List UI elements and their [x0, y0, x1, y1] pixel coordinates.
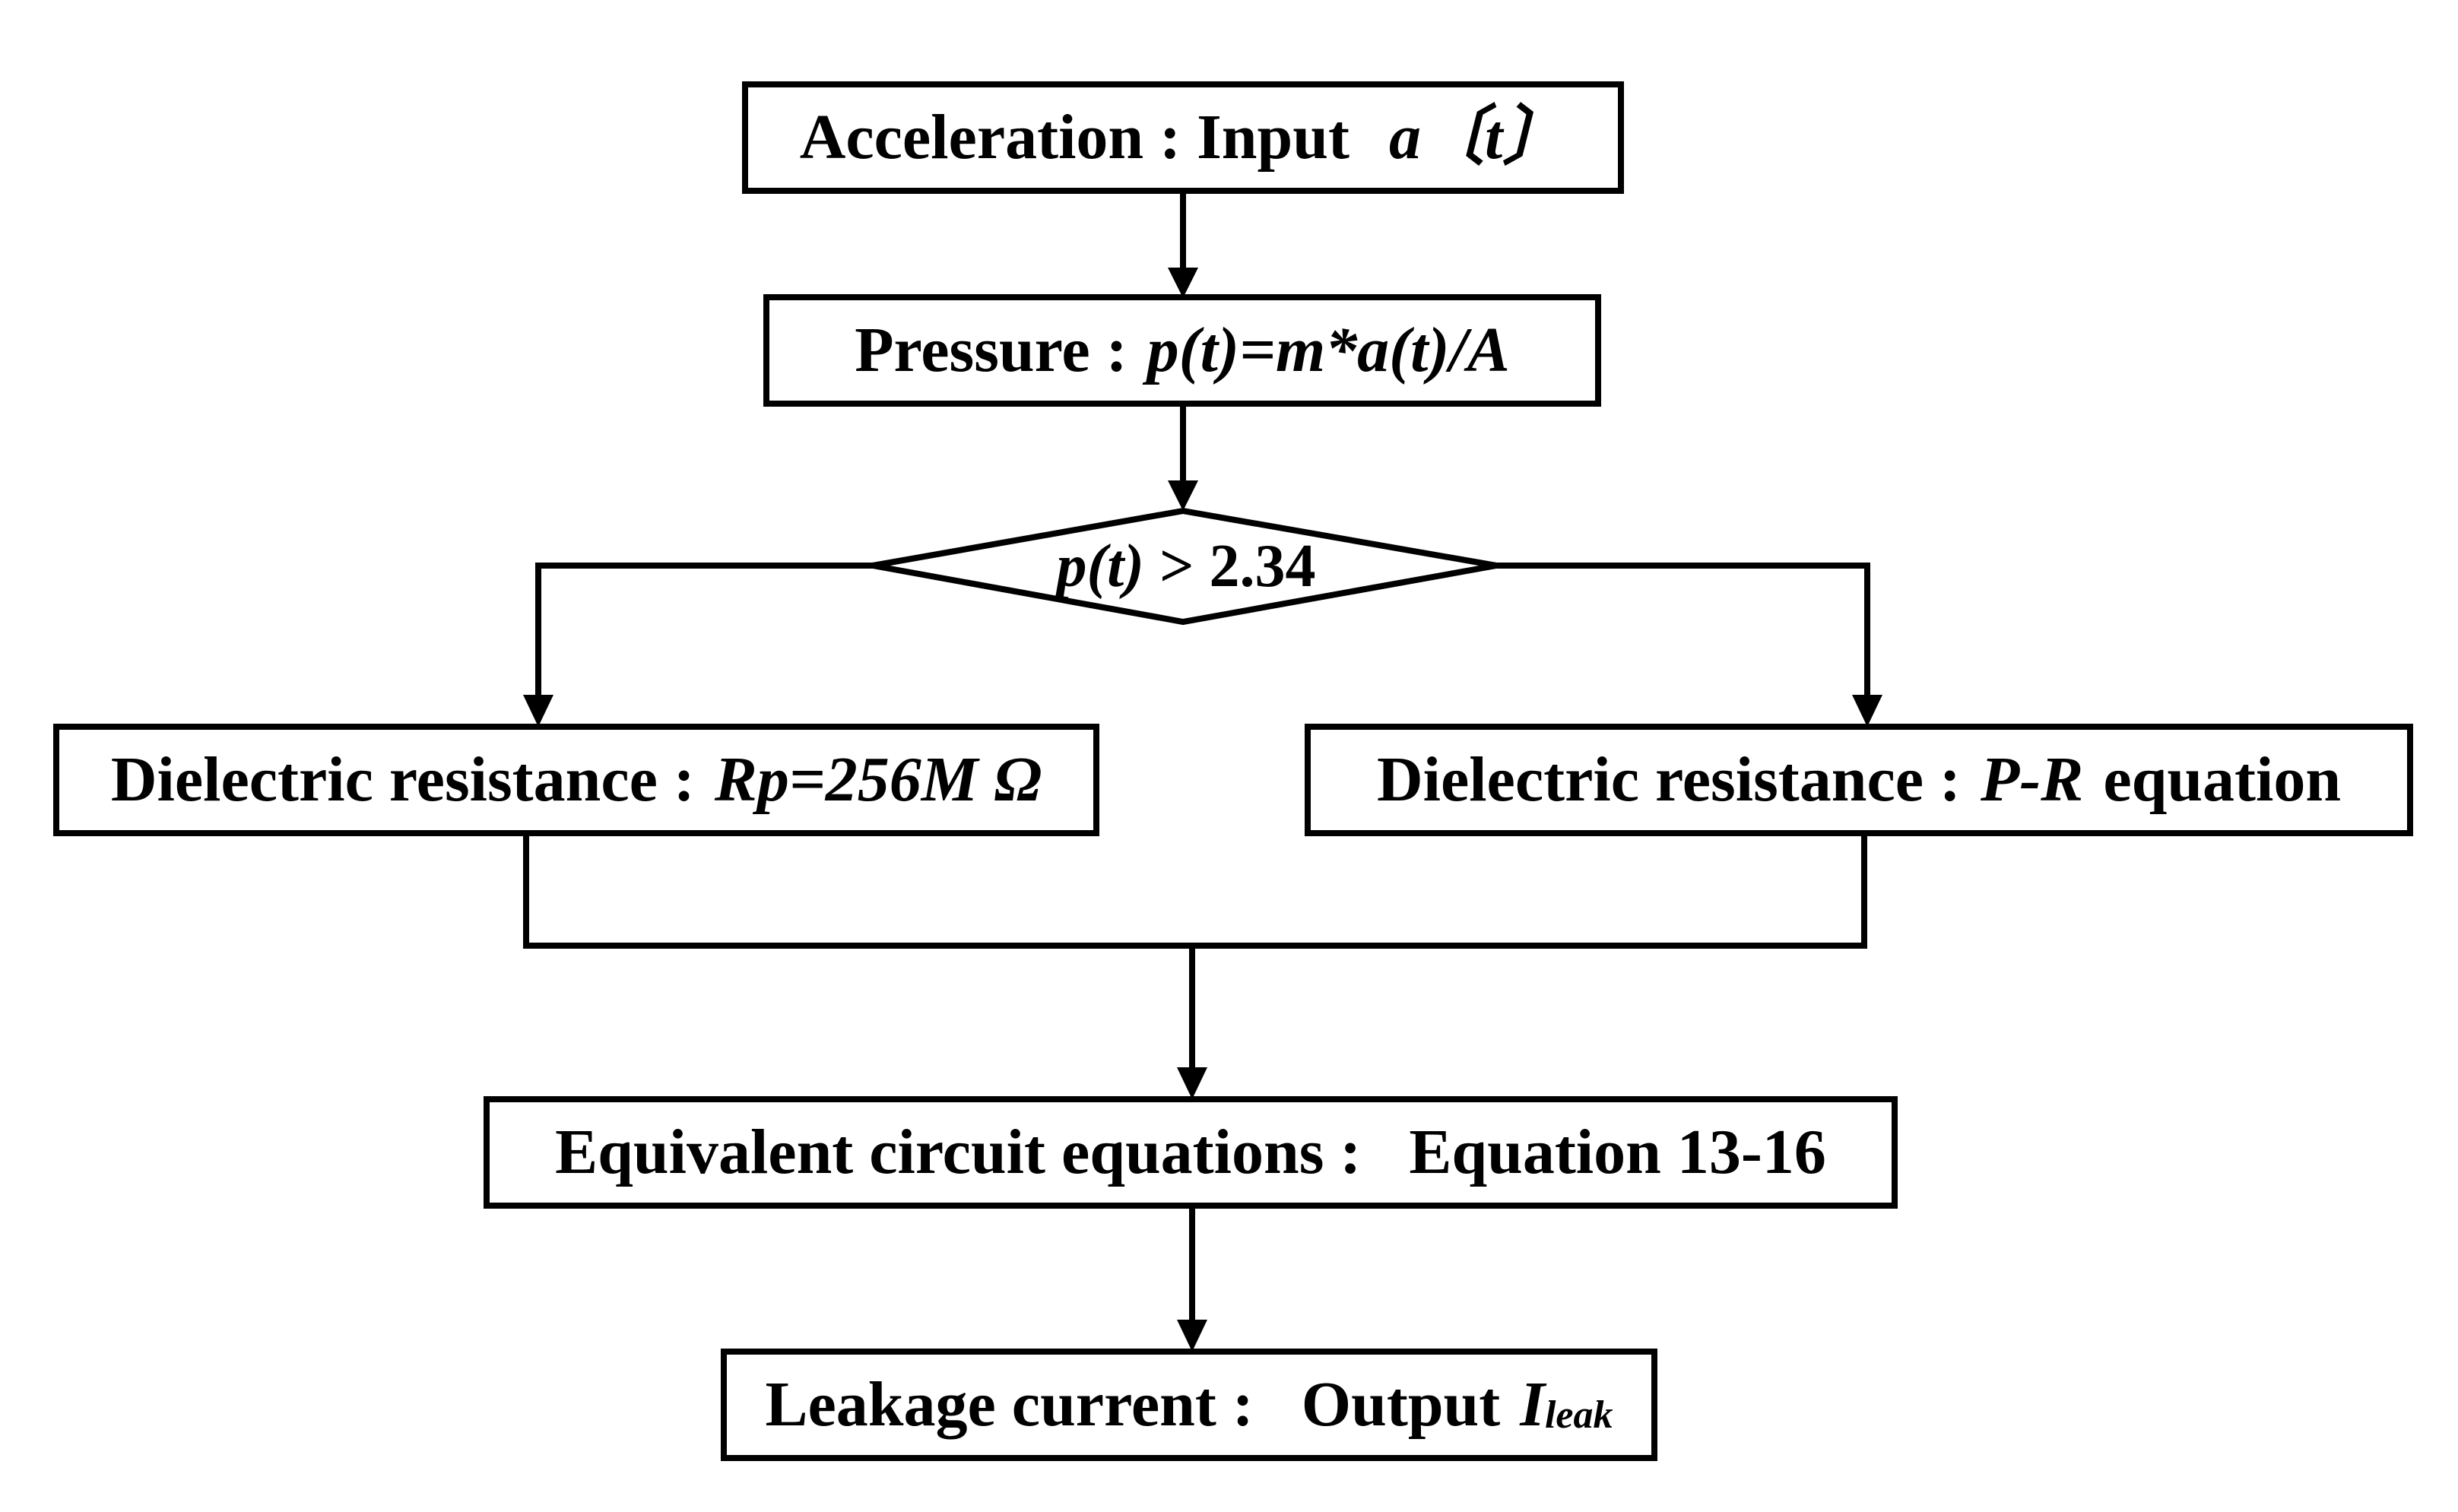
pressure-formula: p(t)=m*a(t)/A	[1147, 315, 1510, 385]
leakage-symbol: I	[1520, 1369, 1545, 1440]
pr-math: P-R	[1981, 744, 2084, 815]
acceleration-label: Acceleration : Input	[799, 102, 1350, 173]
arrowhead	[523, 695, 553, 727]
decision-threshold: > 2.34	[1143, 532, 1316, 600]
equations-label: Equivalent circuit equations : Equation …	[555, 1117, 1826, 1187]
leakage-subscript: leak	[1544, 1393, 1613, 1437]
decision-variable: p(t)	[1056, 532, 1144, 600]
branch-right	[1496, 563, 1870, 699]
branch-left	[535, 563, 873, 699]
pressure-label: Pressure :	[855, 315, 1128, 385]
acceleration-math: a〔t〕	[1388, 102, 1567, 173]
equivalent-circuit-box: Equivalent circuit equations : Equation …	[484, 1096, 1898, 1209]
decision-diamond	[872, 507, 1497, 626]
pressure-box: Pressure : p(t)=m*a(t)/A	[763, 294, 1601, 407]
dielectric-resistance-constant-box: Dielectric resistance : Rp=256M Ω	[53, 724, 1099, 836]
arrowhead	[1852, 695, 1882, 727]
decision-condition: p(t) > 2.34	[882, 525, 1490, 608]
rp-formula: Rp=256M Ω	[714, 744, 1042, 815]
pr-label: Dielectric resistance :	[1376, 744, 1961, 815]
rp-label: Dielectric resistance :	[110, 744, 695, 815]
arrowhead	[1177, 1067, 1207, 1099]
arrowhead	[1177, 1320, 1207, 1352]
merge-lines	[523, 836, 1867, 949]
dielectric-resistance-pr-box: Dielectric resistance : P-R equation	[1305, 724, 2413, 836]
arrowhead	[1168, 268, 1198, 298]
acceleration-input-box: Acceleration : Input a〔t〕	[742, 81, 1624, 194]
leakage-label: Leakage current : Output	[765, 1369, 1501, 1440]
pr-suffix: equation	[2103, 744, 2342, 815]
arrowhead	[1168, 480, 1198, 511]
